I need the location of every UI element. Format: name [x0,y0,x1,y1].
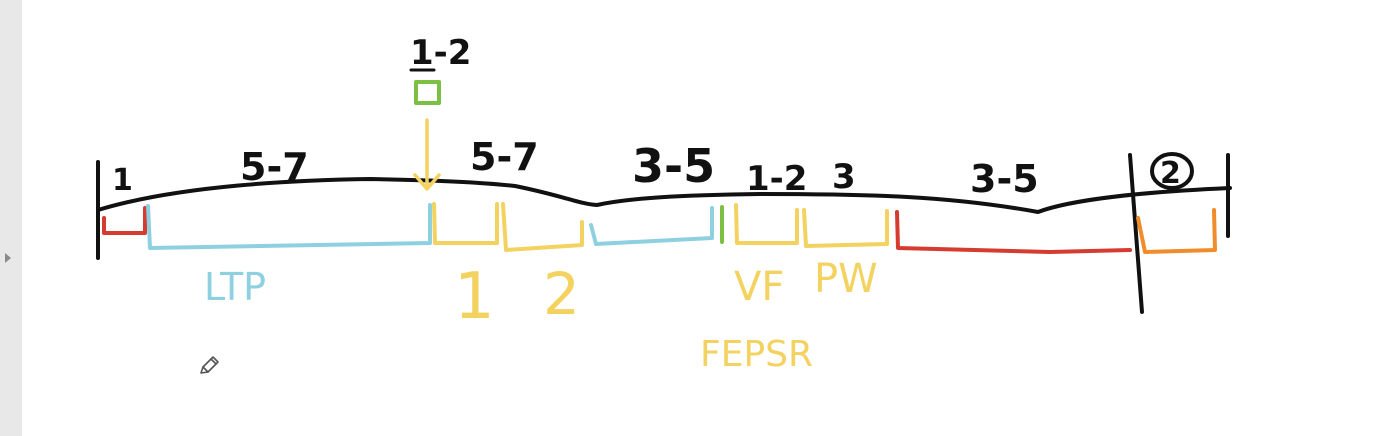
segment-label-pw: PW [814,256,878,302]
pencil-icon [200,356,219,374]
number-label-3: 3 [832,157,856,197]
orange-bracket [1136,208,1217,254]
timeline-line [96,177,1232,214]
phase-tick-right-a [1128,153,1144,314]
number-label-3-5-a: 3-5 [632,139,715,193]
number-label-1-2: 1-2 [746,159,807,199]
blue-bracket-2 [589,206,714,246]
top-marker-label: 1-2 [410,33,471,73]
yellow-bracket-1 [432,202,499,245]
segment-label-ltp: LTP [204,265,266,309]
number-label-5-7-a: 5-7 [240,145,309,189]
segment-label-2: 2 [543,260,580,328]
segment-label-vf: VF [734,264,784,310]
drawing-canvas[interactable]: 1-2 1 5-7 5-7 3-5 1-2 3 3-5 2 LTP 1 2 VF… [22,0,1376,436]
blue-bracket-ltp [146,203,432,250]
number-label-1: 1 [112,163,133,198]
red-bracket-long [895,210,1132,254]
down-arrow-icon [413,118,441,191]
segment-label-fepsr: FEPSR [700,334,813,375]
red-bracket-start [102,206,147,235]
number-label-3-5-b: 3-5 [970,157,1039,201]
green-marker-box [414,80,441,105]
circle-around-2 [1150,152,1194,190]
number-label-2-circled: 2 [1160,156,1181,191]
number-label-5-7-b: 5-7 [470,135,539,179]
segment-label-1: 1 [454,260,495,334]
yellow-bracket-2 [501,202,584,252]
yellow-bracket-pw [802,208,889,248]
yellow-bracket-vf [734,203,799,245]
expand-panel-arrow-icon[interactable] [5,253,11,263]
left-panel-strip [0,0,23,436]
sketch-diagram: 1-2 1 5-7 5-7 3-5 1-2 3 3-5 2 LTP 1 2 VF… [96,33,1232,375]
